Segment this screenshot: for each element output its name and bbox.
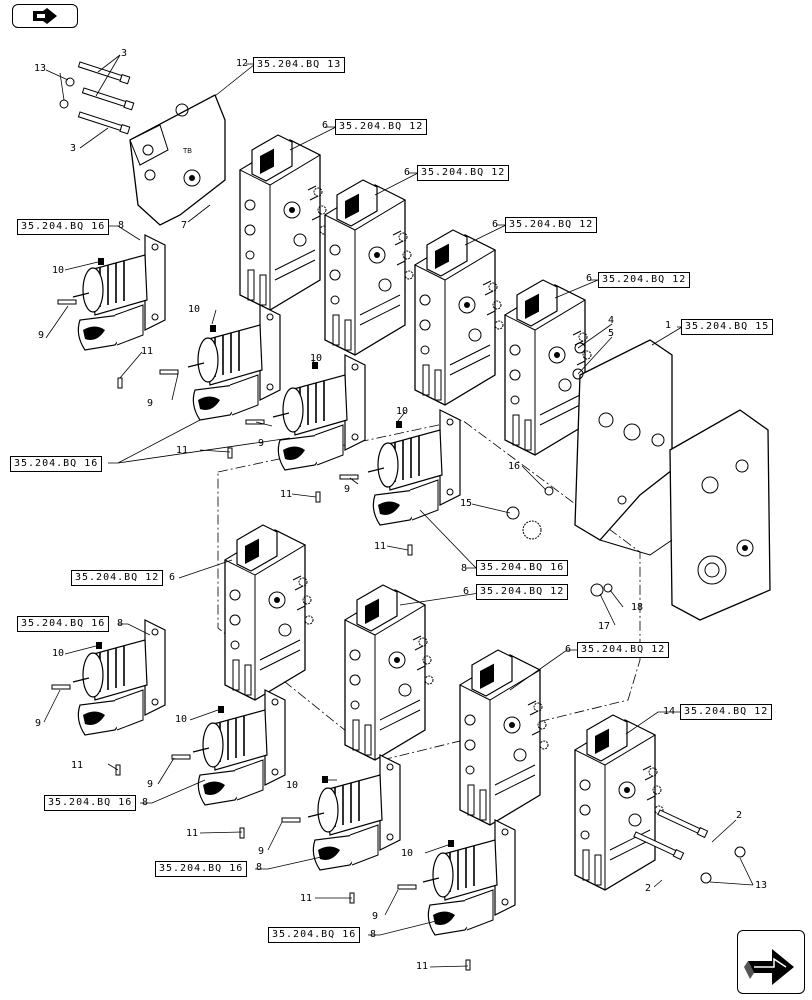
- reference-link-35-204-bq-12[interactable]: 35.204.BQ 12: [505, 217, 598, 233]
- callout-10: 10: [188, 304, 201, 315]
- reference-link-35-204-bq-12[interactable]: 35.204.BQ 12: [598, 272, 691, 288]
- reference-link-35-204-bq-16[interactable]: 35.204.BQ 16: [476, 560, 569, 576]
- inlet-cover: TB: [129, 94, 226, 226]
- callout-10: 10: [396, 406, 409, 417]
- reference-link-35-204-bq-16[interactable]: 35.204.BQ 16: [10, 456, 103, 472]
- callout-11: 11: [141, 346, 154, 357]
- callout-5: 5: [608, 328, 615, 339]
- reference-link-35-204-bq-12[interactable]: 35.204.BQ 12: [680, 704, 773, 720]
- callout-9: 9: [35, 718, 42, 729]
- callout-9: 9: [147, 779, 154, 790]
- callout-11: 11: [71, 760, 84, 771]
- callout-6: 6: [169, 572, 176, 583]
- bolts-3: [77, 60, 135, 135]
- callout-9: 9: [258, 438, 265, 449]
- next-page-button[interactable]: [737, 930, 805, 994]
- callout-9: 9: [258, 846, 265, 857]
- reference-link-35-204-bq-16[interactable]: 35.204.BQ 16: [155, 861, 248, 877]
- callout-2: 2: [645, 883, 652, 894]
- reference-link-35-204-bq-12[interactable]: 35.204.BQ 12: [577, 642, 670, 658]
- callout-8: 8: [117, 618, 124, 629]
- callout-11: 11: [416, 961, 429, 972]
- callout-6: 6: [404, 167, 411, 178]
- reference-link-35-204-bq-15[interactable]: 35.204.BQ 15: [681, 319, 774, 335]
- reference-link-35-204-bq-12[interactable]: 35.204.BQ 12: [417, 165, 510, 181]
- callout-11: 11: [374, 541, 387, 552]
- callout-10: 10: [401, 848, 414, 859]
- callout-9: 9: [147, 398, 154, 409]
- callout-6: 6: [463, 586, 470, 597]
- callout-16: 16: [508, 461, 521, 472]
- callout-10: 10: [310, 353, 323, 364]
- reference-link-35-204-bq-12[interactable]: 35.204.BQ 12: [476, 584, 569, 600]
- callout-14: 14: [663, 706, 676, 717]
- callout-6: 6: [565, 644, 572, 655]
- callout-15: 15: [460, 498, 473, 509]
- callout-11: 11: [280, 489, 293, 500]
- reference-link-35-204-bq-16[interactable]: 35.204.BQ 16: [268, 927, 361, 943]
- reference-link-35-204-bq-16[interactable]: 35.204.BQ 16: [44, 795, 137, 811]
- callout-10: 10: [175, 714, 188, 725]
- reference-link-35-204-bq-16[interactable]: 35.204.BQ 16: [17, 616, 110, 632]
- callout-13: 13: [755, 880, 768, 891]
- callout-11: 11: [300, 893, 313, 904]
- callout-1: 1: [665, 320, 672, 331]
- back-page-button[interactable]: [12, 4, 78, 28]
- callout-6: 6: [586, 273, 593, 284]
- callout-10: 10: [52, 648, 65, 659]
- callout-10: 10: [52, 265, 65, 276]
- callout-6: 6: [322, 120, 329, 131]
- reference-link-35-204-bq-13[interactable]: 35.204.BQ 13: [253, 57, 346, 73]
- callout-2: 2: [736, 810, 743, 821]
- callout-8: 8: [118, 220, 125, 231]
- small-parts: [51, 258, 471, 971]
- reference-link-35-204-bq-12[interactable]: 35.204.BQ 12: [71, 570, 164, 586]
- callout-18: 18: [631, 602, 644, 613]
- callout-12: 12: [236, 58, 249, 69]
- seal-parts: [506, 342, 613, 597]
- svg-text:TB: TB: [183, 148, 192, 155]
- callout-8: 8: [370, 929, 377, 940]
- back-page-icon: [33, 8, 57, 24]
- callout-9: 9: [344, 484, 351, 495]
- callout-9: 9: [38, 330, 45, 341]
- callout-6: 6: [492, 219, 499, 230]
- reference-link-35-204-bq-16[interactable]: 35.204.BQ 16: [17, 219, 110, 235]
- next-page-icon: [744, 949, 794, 985]
- callout-8: 8: [142, 797, 149, 808]
- callout-10: 10: [286, 780, 299, 791]
- callout-11: 11: [186, 828, 199, 839]
- callout-9: 9: [372, 911, 379, 922]
- outlet-cover: [574, 339, 771, 621]
- callout-8: 8: [256, 862, 263, 873]
- callout-17: 17: [598, 621, 611, 632]
- callout-3: 3: [70, 143, 77, 154]
- callout-7: 7: [181, 220, 188, 231]
- callout-13: 13: [34, 63, 47, 74]
- callout-3: 3: [121, 48, 128, 59]
- reference-link-35-204-bq-12[interactable]: 35.204.BQ 12: [335, 119, 428, 135]
- callout-8: 8: [461, 563, 468, 574]
- callout-4: 4: [608, 315, 615, 326]
- callout-11: 11: [176, 445, 189, 456]
